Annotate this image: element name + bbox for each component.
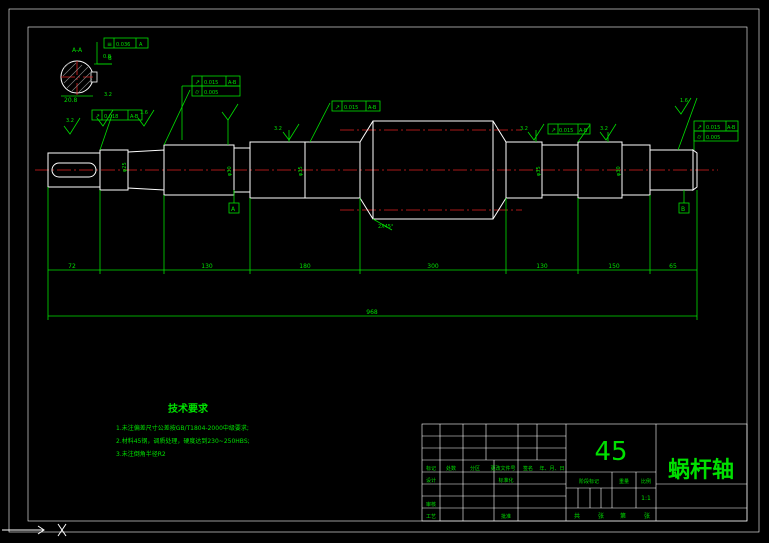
svg-text:0.005: 0.005 xyxy=(204,90,218,96)
diam-5: φ30 xyxy=(616,166,622,176)
section-width-dim: 8 xyxy=(108,55,112,62)
tech-requirements: 技术要求 1.未注偏差尺寸公差按GB/T1804-2000中级要求; 2.材料4… xyxy=(116,402,250,458)
dim-seg3: 180 xyxy=(299,263,311,270)
col-4: 更改文件号 xyxy=(490,465,515,472)
roughness-4: 3.2 xyxy=(274,126,282,132)
svg-text:↗: ↗ xyxy=(95,113,100,120)
row-design: 设计 xyxy=(426,477,436,484)
svg-text:A: A xyxy=(231,206,236,213)
svg-text:A-B: A-B xyxy=(130,114,139,120)
section-depth-dim: 20.8 xyxy=(64,97,78,104)
col-3: 分区 xyxy=(470,465,480,472)
dim-seg7: 65 xyxy=(669,263,677,270)
svg-text:⌭: ⌭ xyxy=(697,134,702,141)
svg-text:0.015: 0.015 xyxy=(344,105,358,111)
roughness-1: 3.2 xyxy=(66,118,74,124)
svg-text:A-B: A-B xyxy=(368,105,377,111)
sheet-2: 张 xyxy=(598,512,604,520)
svg-text:↗: ↗ xyxy=(335,104,340,111)
ucs-icon xyxy=(2,523,67,537)
fcf-runout-worm: ↗ 0.015 A-B xyxy=(331,100,381,112)
tech-req-title: 技术要求 xyxy=(168,402,209,415)
svg-text:0.015: 0.015 xyxy=(204,80,218,86)
svg-text:↗: ↗ xyxy=(195,79,200,86)
svg-text:0.018: 0.018 xyxy=(104,114,118,120)
fcf-runout-right: ↗ 0.015 A-B ⌭ 0.005 xyxy=(693,120,739,142)
svg-text:A-B: A-B xyxy=(579,128,588,134)
roughness-symbols xyxy=(63,97,692,141)
svg-text:↗: ↗ xyxy=(551,127,556,134)
dim-seg5: 130 xyxy=(536,263,548,270)
svg-text:↗: ↗ xyxy=(697,124,702,131)
weight-label: 重量 xyxy=(619,478,629,485)
tech-req-item-2: 2.材料45钢，调质处理，硬度达到230~250HBS; xyxy=(116,437,250,445)
outer-frame xyxy=(8,8,760,533)
row-process: 工艺 xyxy=(426,514,436,520)
fcf-runout-3: ↗ 0.015 A-B xyxy=(547,123,591,135)
svg-text:0.015: 0.015 xyxy=(706,125,720,131)
section-label: A-A xyxy=(72,47,83,54)
svg-text:0.036: 0.036 xyxy=(116,42,130,48)
fcf-runout-2: ↗ 0.015 A-B ⌭ 0.005 xyxy=(181,75,241,140)
sheet-1: 共 xyxy=(574,512,580,520)
datum-b: B xyxy=(678,202,690,214)
roughness-3: 1.6 xyxy=(140,110,148,116)
roughness-7: 1.6 xyxy=(680,98,688,104)
col-6: 年、月、日 xyxy=(539,465,564,472)
diam-4: φ35 xyxy=(536,166,542,176)
svg-text:≡: ≡ xyxy=(107,41,112,48)
leader-lines xyxy=(94,42,698,203)
sheet-4: 张 xyxy=(644,512,650,520)
dim-seg4: 300 xyxy=(427,263,439,270)
scale-label: 比例 xyxy=(641,478,651,485)
tech-req-item-3: 3.未注倒角半径R2 xyxy=(116,450,166,458)
col-1: 标记 xyxy=(426,465,436,472)
stage-label: 阶段标记 xyxy=(579,478,599,485)
row-approve: 批准 xyxy=(501,513,511,520)
svg-text:A: A xyxy=(139,42,143,48)
title-block: 45 蜗杆轴 标记 处数 分区 更改文件号 签名 年、月、日 设计 标准化 审核… xyxy=(421,423,748,522)
dimension-lines xyxy=(47,187,698,320)
inner-frame xyxy=(27,26,748,522)
dim-seg6: 150 xyxy=(608,263,620,270)
svg-text:A-B: A-B xyxy=(727,125,736,131)
scale-value: 1:1 xyxy=(641,495,651,502)
datum-a: A xyxy=(228,202,240,214)
svg-text:0.005: 0.005 xyxy=(706,135,720,141)
svg-text:B: B xyxy=(681,206,685,213)
svg-text:⌭: ⌭ xyxy=(195,89,200,96)
dim-seg2: 130 xyxy=(201,263,213,270)
roughness-8: 3.2 xyxy=(104,92,112,98)
fcf-symmetry: ≡ 0.036 A xyxy=(103,37,149,49)
row-review: 审核 xyxy=(426,501,436,508)
roughness-6: 3.2 xyxy=(600,126,608,132)
diam-3: φ35 xyxy=(298,166,304,176)
roughness-5: 3.2 xyxy=(520,126,528,132)
sheet-3: 第 xyxy=(620,512,626,520)
part-name: 蜗杆轴 xyxy=(668,457,734,483)
chamfer-note: 2X45° xyxy=(378,224,394,230)
material-label: 45 xyxy=(594,437,627,467)
fcf-runout-left: ↗ 0.018 A-B xyxy=(91,109,143,121)
col-5: 签名 xyxy=(523,465,533,472)
roughness-2: 0.8 xyxy=(103,54,111,60)
diam-2: φ30 xyxy=(227,166,233,176)
dim-overall: 968 xyxy=(366,309,378,316)
row-standard: 标准化 xyxy=(498,477,513,484)
tech-req-item-1: 1.未注偏差尺寸公差按GB/T1804-2000中级要求; xyxy=(116,424,249,432)
col-2: 处数 xyxy=(446,465,456,472)
svg-text:0.015: 0.015 xyxy=(559,128,573,134)
dim-seg1: 72 xyxy=(68,263,76,270)
svg-text:A-B: A-B xyxy=(228,80,237,86)
diam-1: φ25 xyxy=(122,162,128,172)
